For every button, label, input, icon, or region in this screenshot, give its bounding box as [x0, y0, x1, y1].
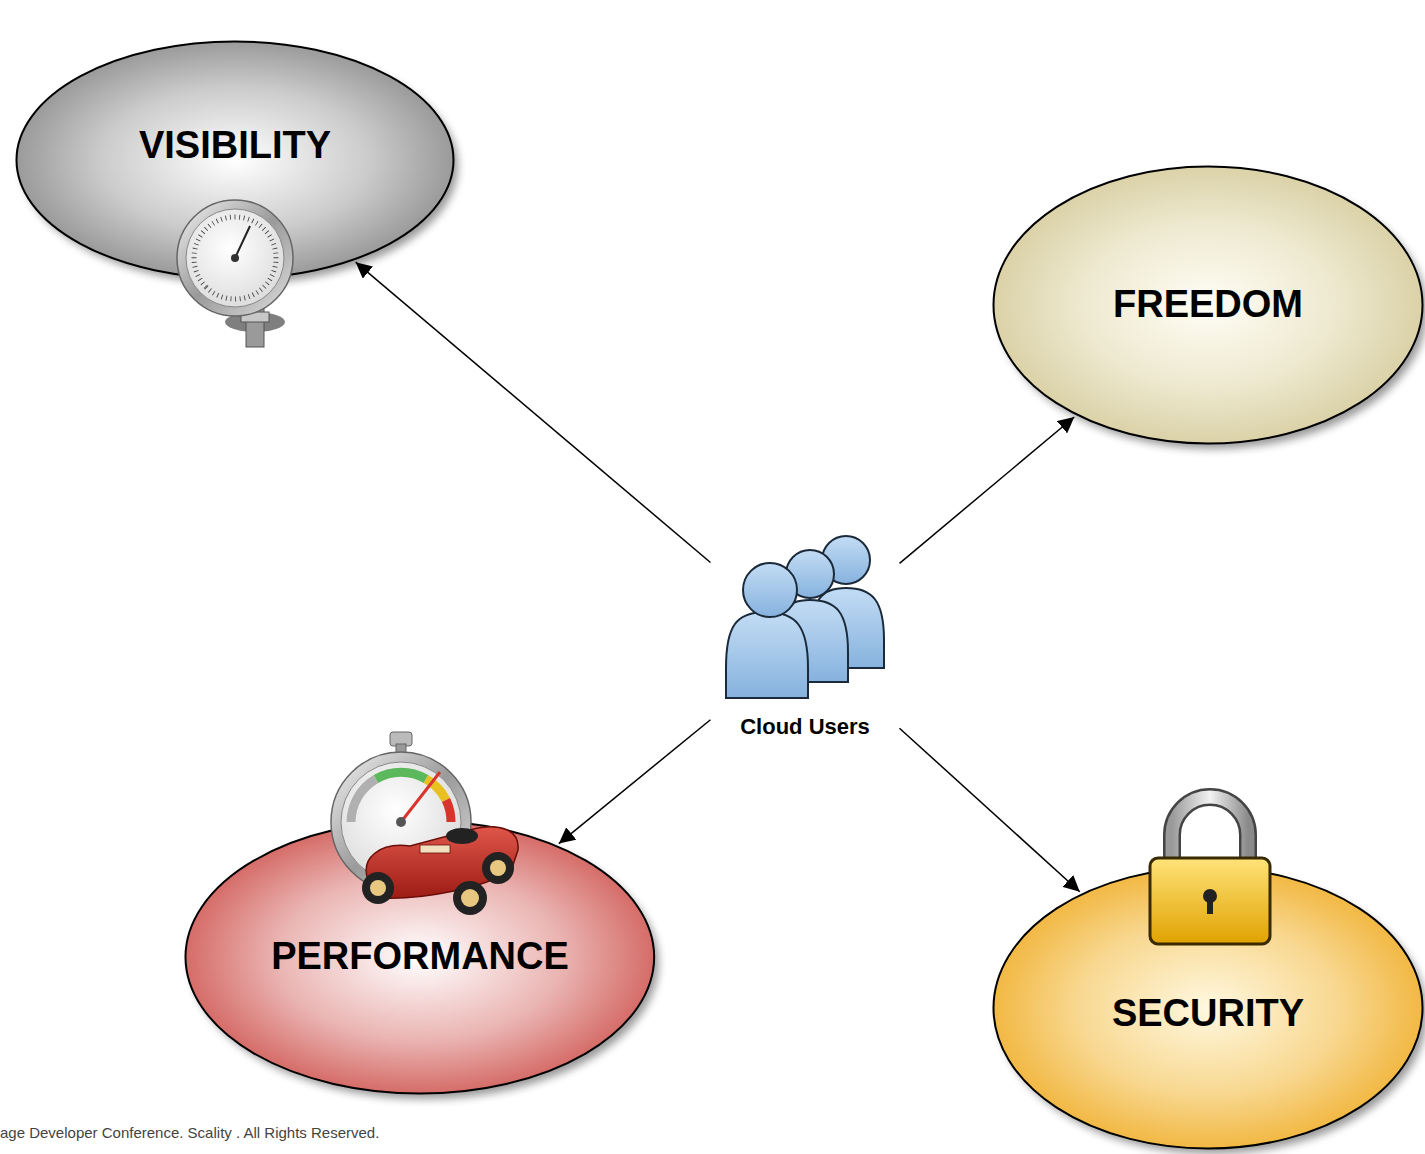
node-content: SECURITY [992, 866, 1424, 1150]
stopwatch-icon [331, 732, 471, 892]
concept-label: FREEDOM [1113, 283, 1303, 327]
padlock-icon [1150, 797, 1270, 944]
ellipse-fill [994, 868, 1423, 1149]
visibility-ellipse: VISIBILITY [15, 40, 455, 280]
footer-note: age Developer Conference. Scality . All … [0, 1124, 379, 1141]
arrow-connector [356, 262, 711, 562]
users-group: Cloud Users [712, 540, 898, 745]
node-content: Cloud Users [712, 540, 898, 745]
concept-label: PERFORMANCE [271, 935, 569, 979]
arrow-connector [899, 728, 1079, 891]
concept-label: SECURITY [1112, 992, 1304, 1036]
group-label: Cloud Users [740, 714, 870, 739]
concept-label: VISIBILITY [139, 124, 331, 168]
arrow-connector [559, 720, 711, 844]
security-ellipse: SECURITY [992, 866, 1424, 1150]
gauge-icon [177, 200, 293, 347]
node-content: VISIBILITY [15, 40, 455, 280]
node-content: FREEDOM [992, 165, 1424, 445]
arrow-connector [900, 417, 1075, 563]
race-car-icon [362, 827, 518, 915]
ellipse-fill [17, 42, 454, 279]
node-content: PERFORMANCE [184, 819, 656, 1095]
ellipse-fill [994, 167, 1423, 444]
freedom-ellipse: FREEDOM [992, 165, 1424, 445]
performance-ellipse: PERFORMANCE [184, 819, 656, 1095]
ellipse-fill [186, 821, 655, 1094]
users-icon [726, 536, 884, 698]
